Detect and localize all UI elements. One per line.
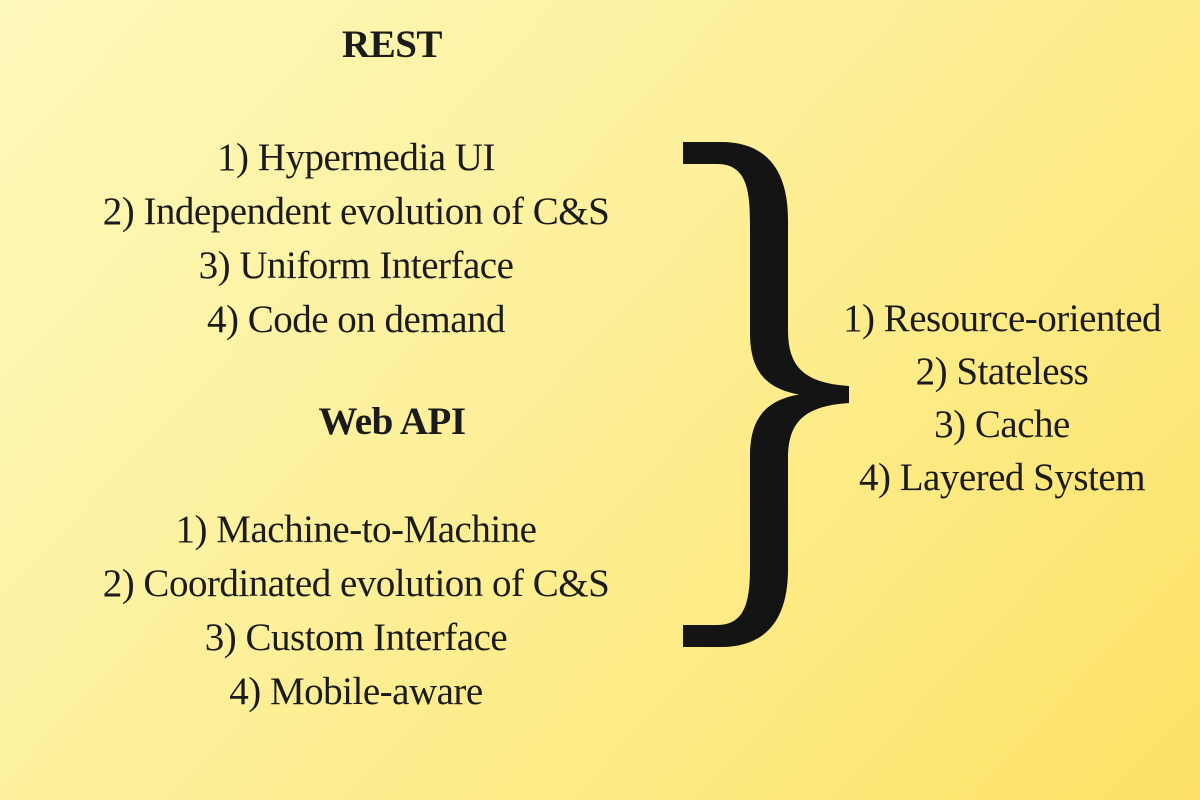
list-item: 4) Layered System xyxy=(858,456,1146,499)
list-item: 2) Coordinated evolution of C&S xyxy=(102,562,610,605)
web-api-items-list: 1) Machine-to-Machine 2) Coordinated evo… xyxy=(46,503,666,719)
list-item: 3) Uniform Interface xyxy=(198,244,514,287)
rest-section-title: REST xyxy=(342,23,442,66)
list-item: 1) Resource-oriented xyxy=(842,297,1162,340)
curly-brace-icon xyxy=(683,142,851,647)
list-item: 1) Machine-to-Machine xyxy=(175,508,537,551)
list-item: 4) Code on demand xyxy=(206,298,506,341)
list-item: 4) Mobile-aware xyxy=(229,670,483,713)
rest-items-list: 1) Hypermedia UI 2) Independent evolutio… xyxy=(46,131,666,347)
list-item: 3) Cache xyxy=(934,403,1070,446)
web-api-section-title: Web API xyxy=(318,400,466,443)
list-item: 1) Hypermedia UI xyxy=(217,136,495,179)
list-item: 2) Stateless xyxy=(915,350,1089,393)
list-item: 2) Independent evolution of C&S xyxy=(102,190,610,233)
list-item: 3) Custom Interface xyxy=(204,616,508,659)
shared-items-list: 1) Resource-oriented 2) Stateless 3) Cac… xyxy=(802,292,1200,504)
